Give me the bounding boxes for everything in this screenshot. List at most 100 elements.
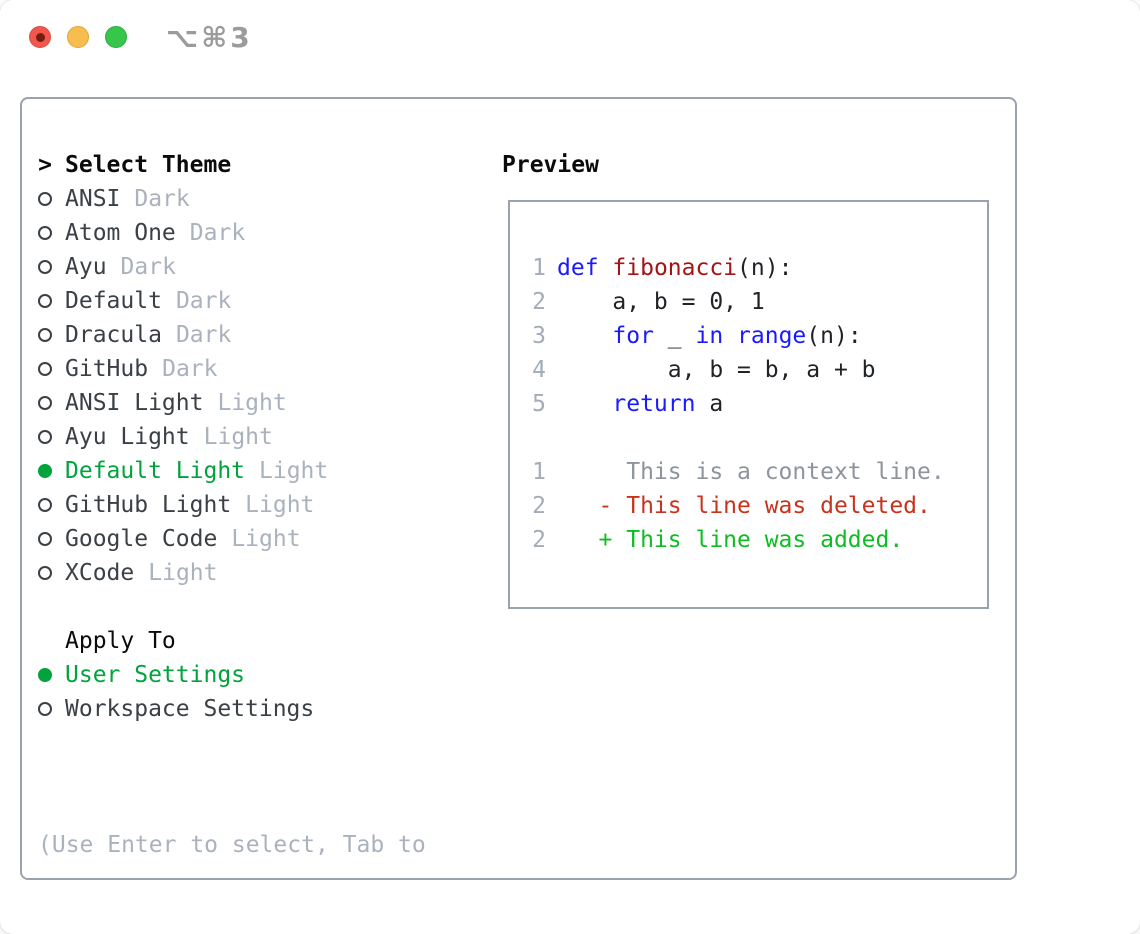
diff-line-added: 2 + This line was added. [532,523,945,557]
line-number: 2 [532,289,546,315]
theme-variant-label: Light [203,424,273,450]
theme-variant-label: Light [259,458,329,484]
theme-option-label: ANSI [65,186,121,212]
zoom-button[interactable] [105,26,127,48]
radio-icon [38,532,52,546]
radio-icon [38,566,52,580]
theme-option[interactable]: XCode Light [38,556,328,590]
code-line-content: def fibonacci(n): [557,255,793,281]
theme-variant-label: Light [245,492,315,518]
minimize-button[interactable] [67,26,89,48]
line-number: 3 [532,323,546,349]
theme-option-label: ANSI Light [65,390,204,416]
theme-option-label: GitHub [65,356,149,382]
window-shortcut-title: ⌥⌘3 [166,21,253,54]
theme-option[interactable]: Dracula Dark [38,318,328,352]
theme-option[interactable]: Ayu Dark [38,250,328,284]
line-number: 2 [532,493,546,519]
radio-icon [38,226,52,240]
radio-selected-icon [38,464,52,478]
unsaved-changes-dot-icon [35,32,45,42]
blank-line [532,421,945,455]
code-line-content: a, b = b, a + b [557,357,876,383]
theme-option[interactable]: ANSI Dark [38,182,328,216]
code-line: 1 def fibonacci(n): [532,251,945,285]
theme-option-label: Google Code [65,526,218,552]
theme-variant-label: Light [217,390,287,416]
theme-variant-label: Dark [175,288,232,314]
theme-option[interactable]: GitHub Light Light [38,488,328,522]
theme-variant-label: Dark [189,220,246,246]
keyboard-hint: (Use Enter to select, Tab to change focu… [38,760,426,934]
keyboard-hint-line: change focus) [38,930,426,934]
radio-icon [38,328,52,342]
diff-line-content: + This line was added. [557,527,904,553]
radio-icon [38,702,52,716]
close-button[interactable] [29,26,51,48]
apply-to-title: Apply To [65,628,176,654]
apply-to-header: Apply To [38,624,314,658]
line-number: 1 [532,459,546,485]
theme-option[interactable]: Default Dark [38,284,328,318]
code-line: 4 a, b = b, a + b [532,353,945,387]
radio-icon [38,430,52,444]
apply-to-option[interactable]: Workspace Settings [38,692,314,726]
theme-option-label: Dracula [65,322,162,348]
line-number: 4 [532,357,546,383]
theme-option-label: Ayu Light [65,424,190,450]
theme-option[interactable]: GitHub Dark [38,352,328,386]
theme-option-label: Ayu [65,254,107,280]
radio-icon [38,362,52,376]
apply-to-option-label: Workspace Settings [65,696,315,722]
code-line: 3 for _ in range(n): [532,319,945,353]
apply-to-option[interactable]: User Settings [38,658,314,692]
theme-option[interactable]: Google Code Light [38,522,328,556]
code-line-content: return a [612,391,724,417]
theme-list-title: Select Theme [65,152,232,178]
theme-option-label: Default [65,288,162,314]
theme-variant-label: Dark [134,186,190,212]
line-number: 2 [532,527,546,553]
theme-option[interactable]: ANSI Light Light [38,386,328,420]
line-number: 5 [532,391,546,417]
theme-variant-label: Light [148,560,218,586]
theme-option[interactable]: Ayu Light Light [38,420,328,454]
radio-icon [38,260,52,274]
theme-option[interactable]: Atom One Dark [38,216,328,250]
theme-option-label: XCode [65,560,135,586]
theme-list-header: > Select Theme [38,148,328,182]
radio-icon [38,396,52,410]
apply-to-option-label: User Settings [65,662,246,688]
theme-option-label: GitHub Light [65,492,232,518]
theme-option-label: Atom One [65,220,176,246]
line-number: 1 [532,255,546,281]
focus-pointer-icon: > [38,152,52,178]
code-line-content: a, b = 0, 1 [557,289,765,315]
traffic-lights [29,26,127,48]
theme-variant-label: Light [231,526,301,552]
radio-selected-icon [38,668,52,682]
diff-line-content: - This line was deleted. [557,493,931,519]
code-line: 5 return a [532,387,945,421]
keyboard-hint-line: (Use Enter to select, Tab to [38,832,426,858]
theme-variant-label: Dark [175,322,232,348]
theme-option-label: Default Light [65,458,246,484]
code-line-content: for _ in range(n): [612,323,862,349]
theme-variant-label: Dark [120,254,176,280]
radio-icon [38,498,52,512]
preview-title: Preview [502,152,599,178]
diff-line-content: This is a context line. [557,459,945,485]
theme-variant-label: Dark [162,356,218,382]
diff-line-deleted: 2 - This line was deleted. [532,489,945,523]
theme-option[interactable]: Default Light Light [38,454,328,488]
diff-line-context: 1 This is a context line. [532,455,945,489]
radio-icon [38,294,52,308]
code-line: 2 a, b = 0, 1 [532,285,945,319]
